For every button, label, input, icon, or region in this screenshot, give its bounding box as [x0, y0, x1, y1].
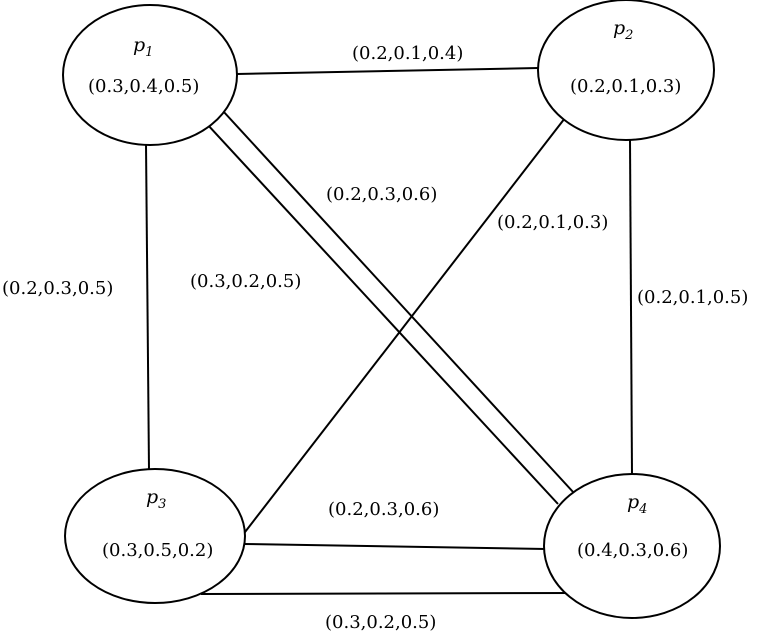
edge-p1-p4-a — [206, 123, 559, 505]
edge-label-p3-p4-b: (0.3,0.2,0.5) — [325, 612, 436, 633]
edge-p1-p4-b — [222, 110, 575, 494]
node-p3: p3 (0.3,0.5,0.2) — [64, 468, 246, 604]
edge-label-p2-p4: (0.2,0.1,0.5) — [637, 287, 748, 308]
edge-p3-p4-b — [200, 592, 576, 595]
node-p2: p2 (0.2,0.1,0.3) — [537, 0, 715, 141]
edge-p2-p4 — [629, 139, 633, 477]
edge-p2-p3 — [234, 117, 566, 546]
svg-text:p3: p3 — [146, 486, 166, 512]
node-p4-sub: 4 — [638, 502, 647, 517]
node-p4-name: p — [627, 491, 639, 513]
edge-label-p2-p3: (0.2,0.1,0.3) — [497, 212, 608, 233]
node-p3-name: p — [146, 486, 158, 508]
node-p2-ellipse — [537, 0, 715, 141]
node-p1: p1 (0.3,0.4,0.5) — [62, 4, 238, 146]
edge-p1-p2 — [236, 67, 539, 75]
node-p1-name: p — [133, 34, 145, 56]
svg-text:p2: p2 — [613, 17, 633, 43]
node-p2-name: p — [613, 17, 625, 39]
node-p1-sub: 1 — [145, 45, 153, 60]
node-p4: p4 (0.4,0.3,0.6) — [543, 473, 721, 619]
edge-label-p1-p4-b: (0.2,0.3,0.6) — [326, 184, 437, 205]
edge-label-p1-p3: (0.2,0.3,0.5) — [2, 278, 113, 299]
node-p1-ellipse — [62, 4, 238, 146]
node-p4-ellipse — [543, 473, 721, 619]
svg-text:p1: p1 — [133, 34, 153, 60]
edge-p3-p4-a — [243, 543, 547, 550]
edge-label-p3-p4-a: (0.2,0.3,0.6) — [328, 499, 439, 520]
edge-p1-p3 — [145, 143, 150, 471]
node-p3-value: (0.3,0.5,0.2) — [102, 540, 213, 561]
node-p3-sub: 3 — [158, 497, 166, 512]
node-p2-sub: 2 — [624, 28, 633, 43]
edge-label-p1-p2: (0.2,0.1,0.4) — [352, 43, 463, 64]
node-p1-value: (0.3,0.4,0.5) — [88, 76, 199, 97]
node-p2-value: (0.2,0.1,0.3) — [570, 76, 681, 97]
edge-label-p1-p4-a: (0.3,0.2,0.5) — [190, 271, 301, 292]
node-p3-ellipse — [64, 468, 246, 604]
svg-text:p4: p4 — [627, 491, 647, 517]
node-p4-value: (0.4,0.3,0.6) — [577, 540, 688, 561]
